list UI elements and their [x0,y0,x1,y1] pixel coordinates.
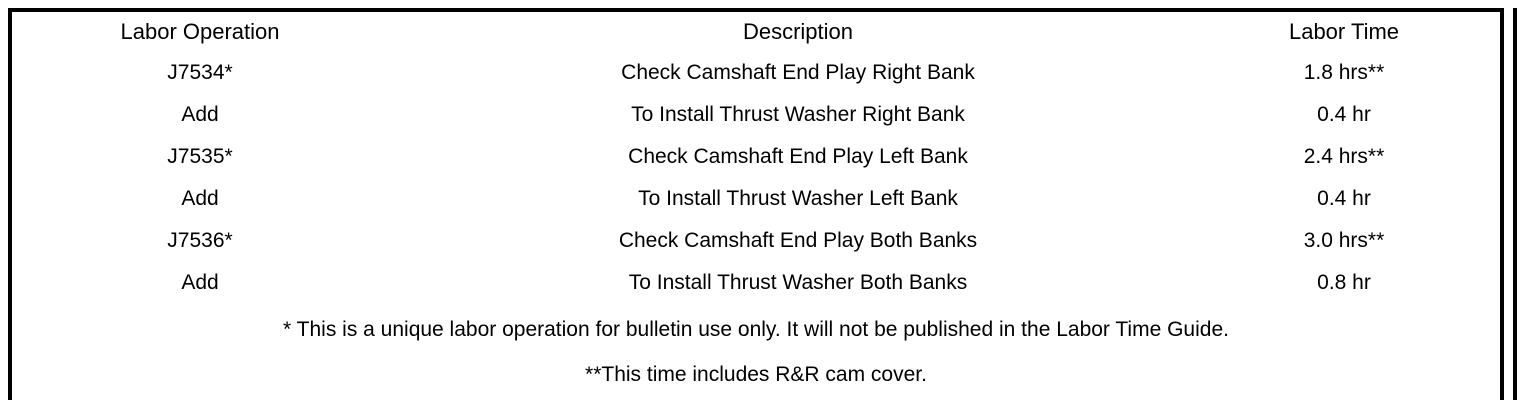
cell-description: To Install Thrust Washer Right Bank [388,94,1208,136]
table-row: Add To Install Thrust Washer Both Banks … [12,262,1500,304]
cell-labor-time: 0.4 hr [1208,178,1480,220]
cell-description: Check Camshaft End Play Both Banks [388,220,1208,262]
cell-spacer [1480,262,1500,304]
footnotes-cell: * This is a unique labor operation for b… [12,304,1500,400]
footnotes-row: * This is a unique labor operation for b… [12,304,1500,400]
cell-labor-operation: J7536* [12,220,388,262]
table-row: Add To Install Thrust Washer Right Bank … [12,94,1500,136]
cell-spacer [1480,178,1500,220]
cell-labor-operation: J7535* [12,136,388,178]
cell-description: Check Camshaft End Play Left Bank [388,136,1208,178]
column-header-labor-time: Labor Time [1208,12,1480,52]
table-body: J7534* Check Camshaft End Play Right Ban… [12,52,1500,400]
labor-operation-table: Labor Operation Description Labor Time J… [12,12,1500,400]
cell-description: To Install Thrust Washer Left Bank [388,178,1208,220]
cell-labor-time: 0.8 hr [1208,262,1480,304]
cell-labor-operation: Add [12,262,388,304]
table-header: Labor Operation Description Labor Time [12,12,1500,52]
header-row: Labor Operation Description Labor Time [12,12,1500,52]
footnote-single-asterisk: * This is a unique labor operation for b… [283,318,1229,341]
footnote-double-asterisk: **This time includes R&R cam cover. [585,363,927,386]
cell-labor-time: 0.4 hr [1208,94,1480,136]
labor-operation-table-container: Labor Operation Description Labor Time J… [8,8,1504,400]
column-header-description: Description [388,12,1208,52]
cell-labor-time: 3.0 hrs** [1208,220,1480,262]
table-row: J7535* Check Camshaft End Play Left Bank… [12,136,1500,178]
table-row: Add To Install Thrust Washer Left Bank 0… [12,178,1500,220]
cell-labor-operation: Add [12,178,388,220]
cell-spacer [1480,136,1500,178]
column-header-labor-operation: Labor Operation [12,12,388,52]
cell-labor-operation: J7534* [12,52,388,94]
cell-description: Check Camshaft End Play Right Bank [388,52,1208,94]
footnote-spacer [12,340,1500,364]
cell-spacer [1480,220,1500,262]
cell-description: To Install Thrust Washer Both Banks [388,262,1208,304]
table-row: J7536* Check Camshaft End Play Both Bank… [12,220,1500,262]
cell-labor-time: 1.8 hrs** [1208,52,1480,94]
table-row: J7534* Check Camshaft End Play Right Ban… [12,52,1500,94]
cell-labor-operation: Add [12,94,388,136]
page-right-edge-rule [1513,8,1517,400]
column-header-spacer [1480,12,1500,52]
cell-labor-time: 2.4 hrs** [1208,136,1480,178]
cell-spacer [1480,52,1500,94]
cell-spacer [1480,94,1500,136]
